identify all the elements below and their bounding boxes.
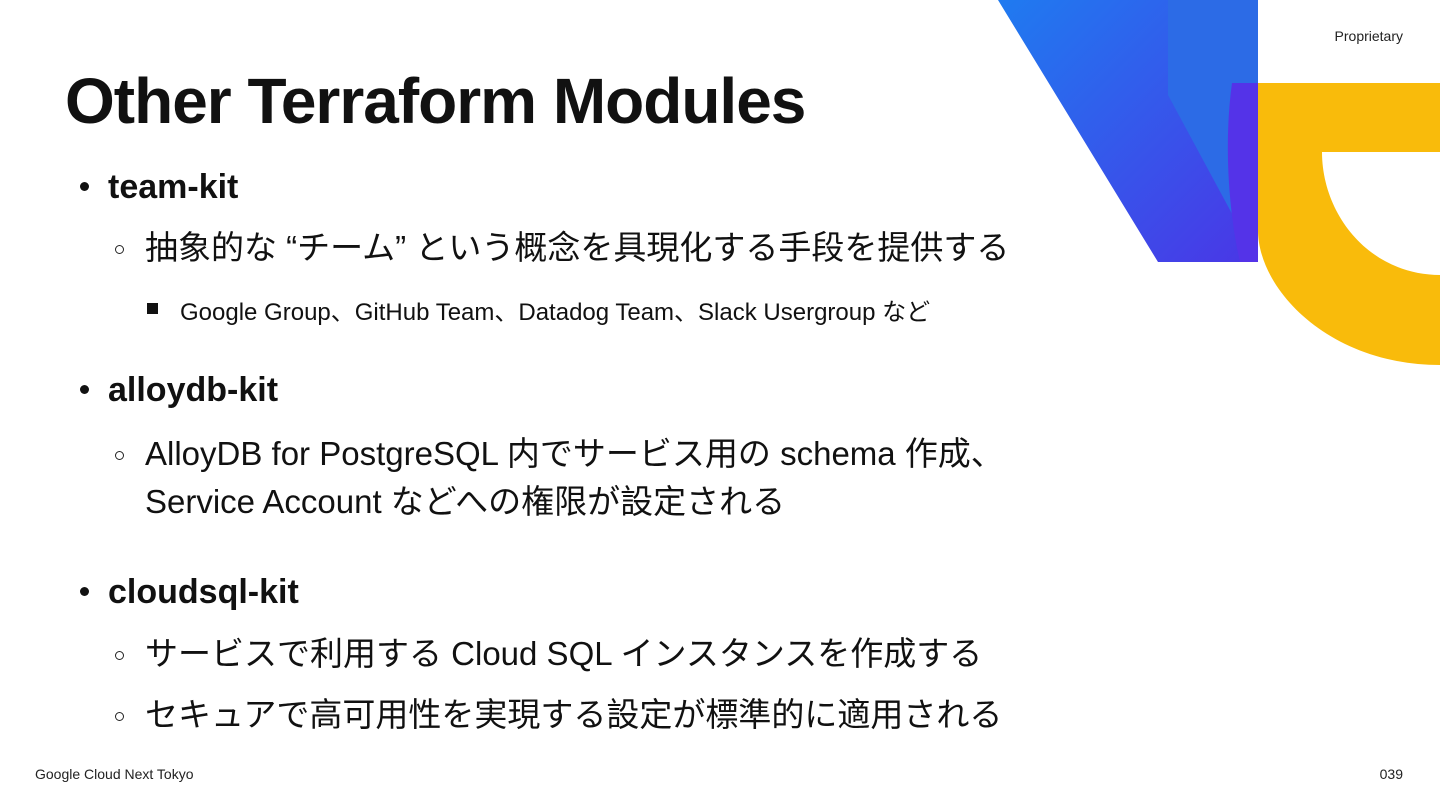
bullet-heading: team-kit [108, 168, 239, 206]
sub-bullet-text-line2: Service Account などへの権限が設定される [145, 483, 786, 520]
bullet-dot [80, 385, 89, 394]
sub-bullet-text: セキュアで高可用性を実現する設定が標準的に適用される [145, 696, 1003, 733]
bullet-dot [80, 587, 89, 596]
bullet-heading: cloudsql-kit [108, 573, 299, 611]
bullet-team-kit: team-kit [80, 168, 238, 207]
bullet-heading: alloydb-kit [108, 371, 279, 409]
blue-vertical-shape [1168, 0, 1258, 262]
sub-bullet-text-line1: AlloyDB for PostgreSQL 内でサービス用の schema 作… [145, 435, 1004, 472]
indigo-overlap-shape [1227, 83, 1258, 262]
sub-bullet-text: 抽象的な “チーム” という概念を具現化する手段を提供する [145, 229, 1010, 266]
bullet-alloydb-kit: alloydb-kit [80, 371, 278, 410]
proprietary-label: Proprietary [1334, 28, 1403, 44]
sub-bullet-text: サービスで利用する Cloud SQL インスタンスを作成する [145, 635, 983, 672]
yellow-arc-shape [1258, 83, 1440, 365]
sub-bullet: 抽象的な “チーム” という概念を具現化する手段を提供する [115, 224, 1009, 272]
sub-bullet-circle [115, 245, 124, 254]
sub-sub-bullet: Google Group、GitHub Team、Datadog Team、Sl… [147, 292, 930, 327]
sub-bullet-circle [115, 712, 124, 721]
sub-bullet-circle [115, 451, 124, 460]
sub-bullet: サービスで利用する Cloud SQL インスタンスを作成する [115, 630, 982, 678]
bullet-cloudsql-kit: cloudsql-kit [80, 573, 299, 612]
sub-bullet: AlloyDB for PostgreSQL 内でサービス用の schema 作… [115, 430, 1004, 526]
sub-sub-bullet-square [147, 303, 158, 314]
sub-sub-bullet-text: Google Group、GitHub Team、Datadog Team、Sl… [180, 299, 931, 326]
blue-diagonal-shape [998, 0, 1258, 262]
footer-event-name: Google Cloud Next Tokyo [35, 766, 194, 782]
bullet-dot [80, 182, 89, 191]
sub-bullet: セキュアで高可用性を実現する設定が標準的に適用される [115, 691, 1002, 739]
slide-title: Other Terraform Modules [65, 65, 806, 137]
page-number: 039 [1379, 766, 1403, 782]
sub-bullet-circle [115, 651, 124, 660]
